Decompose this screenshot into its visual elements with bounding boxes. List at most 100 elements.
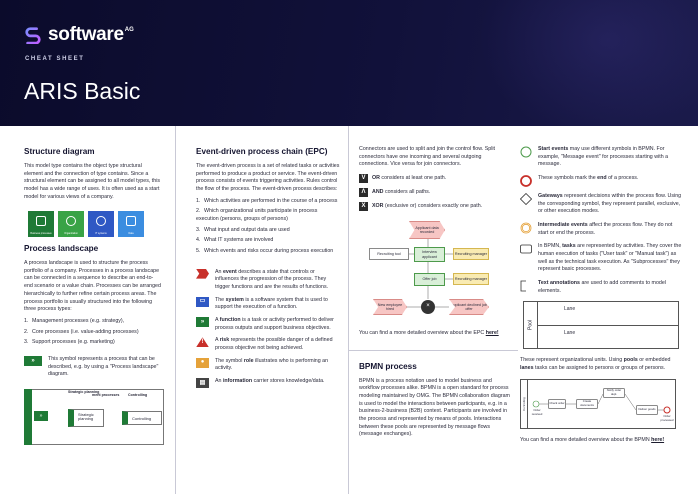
tile-label: Business processes bbox=[30, 231, 52, 235]
bpmn-here-link[interactable]: here! bbox=[651, 436, 665, 443]
list-number: 3. bbox=[24, 339, 29, 346]
bpmn-gateway-row: Gateways represent decisions within the … bbox=[520, 193, 684, 216]
tile-data: Data bbox=[118, 211, 144, 238]
pool-label: Pool bbox=[526, 320, 533, 331]
bpmn-start-row: Start events may use different symbols i… bbox=[520, 146, 684, 169]
epc-list: 1.Which activities are performed in the … bbox=[196, 198, 340, 256]
task-pre: In BPMN, bbox=[538, 243, 563, 250]
event-post: describes a state that controls or influ… bbox=[215, 268, 329, 290]
system-pre: The bbox=[215, 296, 226, 303]
list-item: 5.Which events and risks occur during pr… bbox=[196, 248, 340, 256]
annotation-bold: Text annotations bbox=[538, 280, 580, 287]
lane-1: Lane bbox=[538, 302, 678, 327]
list-text: What IT systems are involved bbox=[204, 237, 274, 244]
process-icon bbox=[36, 216, 46, 227]
system-post: is a software system that is used to sup… bbox=[215, 296, 328, 311]
tile-it-systems: IT systems bbox=[88, 211, 114, 238]
logo-s-icon bbox=[25, 27, 41, 44]
intermediate-bold: Intermediate events bbox=[538, 222, 588, 229]
end-bold: end bbox=[597, 175, 607, 182]
list-item: 1.Which activities are performed in the … bbox=[196, 198, 340, 206]
structure-tiles: Business processes Organization IT syste… bbox=[28, 211, 161, 238]
epc-xor-connector-icon: × bbox=[421, 300, 435, 315]
process-chevron-icon: » bbox=[24, 355, 42, 366]
epc-here-link[interactable]: here! bbox=[485, 330, 499, 337]
process-landscape-heading: Process landscape bbox=[24, 244, 99, 254]
column-connectors: Connectors are used to split and join th… bbox=[348, 126, 518, 494]
information-icon: ▤ bbox=[196, 378, 209, 388]
list-text: What input and output data are used bbox=[204, 226, 290, 233]
end-event-icon bbox=[520, 175, 532, 187]
function-pre: A bbox=[215, 316, 220, 323]
and-bold: AND bbox=[372, 188, 384, 195]
start-bold: Start events bbox=[538, 146, 569, 152]
system-icon: ▭ bbox=[196, 296, 209, 307]
list-item: 2.Core processes (i.e. value-adding proc… bbox=[24, 329, 161, 337]
epc-system-recruiting-tool: Recruiting tool bbox=[369, 248, 409, 261]
page-title: ARIS Basic bbox=[24, 78, 141, 104]
end-pre: These symbols mark the bbox=[538, 175, 598, 182]
epc-function-offer-job: Offer job bbox=[414, 273, 445, 287]
organization-icon bbox=[66, 216, 76, 227]
structure-body: This model type contains the object type… bbox=[24, 162, 161, 200]
software-ag-logo: software AG bbox=[24, 24, 134, 46]
list-item: 4.What IT systems are involved bbox=[196, 237, 340, 245]
role-post: illustrates who is performing an activit… bbox=[215, 357, 329, 372]
landscape-head3: Controlling bbox=[128, 392, 148, 397]
pools-pre: These represent organizational units. Us… bbox=[520, 357, 624, 364]
epc-role-manager-1: Recruiting manager bbox=[453, 248, 489, 261]
risk-bold: risk bbox=[219, 337, 230, 344]
list-number: 3. bbox=[196, 226, 201, 233]
xor-connector-icon: X bbox=[359, 202, 368, 212]
intermediate-text: affect the process flow. They do not sta… bbox=[538, 222, 673, 236]
list-number: 1. bbox=[196, 197, 201, 204]
risk-post: represents the possible danger of a defi… bbox=[215, 337, 333, 351]
bpmn-order-received: Order received bbox=[531, 408, 543, 416]
epc-risk-row: ! A risk represents the possible danger … bbox=[196, 337, 340, 352]
process-symbol-row: » This symbol represents a process that … bbox=[24, 355, 161, 379]
annotation-text: are used to add comments to model elemen… bbox=[538, 280, 666, 294]
bpmn-task-notify: Notify order dept. bbox=[603, 387, 625, 398]
system-bold: system bbox=[225, 296, 244, 303]
bpmn-flow-lines bbox=[532, 393, 671, 414]
list-number: 2. bbox=[196, 208, 201, 215]
list-text: Core processes (i.e. value-adding proces… bbox=[32, 328, 139, 335]
risk-icon: ! bbox=[196, 337, 209, 348]
pool-lane-example: Pool Lane Lane bbox=[523, 301, 679, 350]
pools-text: These represent organizational units. Us… bbox=[520, 357, 684, 372]
pools-bold: pools bbox=[623, 357, 638, 364]
bpmn-example-diagram: Controlling Order received Check order C… bbox=[520, 378, 676, 429]
list-text: Management processes (e.g. strategy), bbox=[32, 317, 125, 324]
gateway-icon bbox=[520, 193, 532, 206]
or-bold: OR bbox=[372, 174, 380, 181]
epc-link-pre: You can find a more detailed overview ab… bbox=[359, 330, 486, 337]
list-item: 2.Which organizational units participate… bbox=[196, 208, 340, 223]
column-structure: Structure diagram This model type contai… bbox=[0, 126, 175, 494]
landscape-head2: ment processes bbox=[92, 392, 120, 397]
logo-ag: AG bbox=[124, 27, 134, 33]
list-text: Which events and risks occur during proc… bbox=[204, 247, 334, 254]
connector-or-row: V OR considers at least one path. bbox=[359, 174, 510, 184]
bpmn-heading: BPMN process bbox=[359, 361, 417, 371]
pools-mid: or embedded bbox=[637, 357, 671, 364]
pools-post: tasks can be assigned to persons or grou… bbox=[533, 365, 666, 372]
list-text: Support processes (e.g. marketing) bbox=[32, 339, 115, 346]
it-systems-icon bbox=[96, 216, 106, 227]
lane-2: Lane bbox=[564, 330, 576, 337]
epc-link-row: You can find a more detailed overview ab… bbox=[359, 330, 510, 338]
list-item: 3.What input and output data are used bbox=[196, 227, 340, 235]
text-annotation-icon bbox=[520, 280, 526, 292]
structure-heading: Structure diagram bbox=[24, 147, 95, 156]
task-post: are represented by activities. They cove… bbox=[538, 243, 682, 273]
risk-pre: A bbox=[215, 337, 220, 344]
epc-event-declined: Applicant declined job offer bbox=[449, 299, 489, 316]
bpmn-link-pre: You can find a more detailed overview ab… bbox=[520, 436, 652, 443]
bpmn-link-row: You can find a more detailed overview ab… bbox=[520, 437, 684, 445]
connector-and-row: Λ AND considers all paths. bbox=[359, 188, 510, 198]
landscape-box-controlling: Controlling bbox=[122, 410, 162, 425]
start-event-icon bbox=[520, 146, 532, 158]
tile-business-processes: Business processes bbox=[28, 211, 54, 238]
list-text: Which activities are performed in the co… bbox=[204, 197, 338, 204]
header-subtitle: CHEAT SHEET bbox=[25, 56, 85, 62]
epc-role-row: ● The symbol role illustrates who is per… bbox=[196, 357, 340, 373]
